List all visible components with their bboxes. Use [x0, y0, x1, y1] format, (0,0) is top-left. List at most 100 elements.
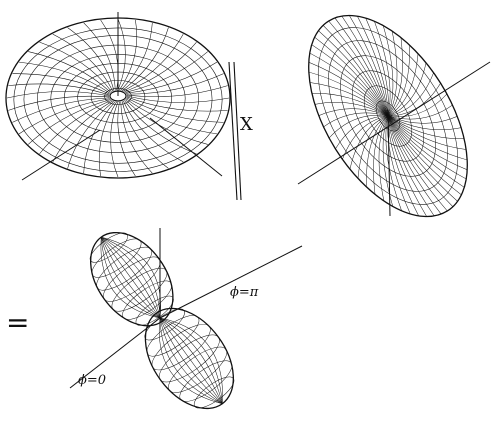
lobe-meridian	[100, 237, 161, 319]
torus-meridian-lines	[6, 18, 230, 178]
torus-meridian	[125, 61, 218, 94]
disk-radial	[335, 115, 389, 149]
torus-ring	[37, 44, 199, 153]
torus-meridian	[52, 33, 113, 92]
disk-radial	[309, 82, 389, 117]
torus-meridian	[126, 85, 228, 98]
disk-radial	[387, 115, 427, 217]
disk-radial	[382, 25, 394, 117]
disk-radial	[387, 31, 398, 117]
disk-ring	[317, 27, 459, 205]
disk-radial	[314, 37, 389, 117]
disk-ring	[352, 70, 424, 162]
disk-radial	[328, 115, 389, 139]
disk-radial	[342, 115, 389, 160]
torus-meridian	[120, 22, 153, 91]
disk-radial	[311, 93, 389, 117]
torus-meridian	[12, 97, 110, 123]
disk-radial	[374, 21, 391, 117]
torus-ring	[23, 35, 213, 164]
torus-meridian	[8, 95, 110, 111]
torus-center-hole	[109, 90, 127, 102]
lobe-meridian	[159, 317, 223, 404]
disk-radial	[387, 115, 467, 150]
disk-radial	[387, 83, 441, 117]
torus-meridian	[117, 18, 126, 91]
torus-meridian	[83, 22, 116, 91]
torus-meridian	[28, 51, 111, 93]
torus-axis-right	[149, 117, 223, 177]
disk-radial	[308, 71, 389, 117]
torus-meridian	[100, 19, 119, 91]
disk-radial	[382, 115, 394, 207]
disk-radial	[387, 37, 403, 117]
phi-pi-label: ϕ=π	[230, 285, 259, 300]
disk-radial	[387, 115, 467, 180]
torus-meridian	[19, 61, 111, 94]
disk-radial	[387, 115, 454, 207]
disk-radial	[309, 52, 389, 117]
phi-zero-label: ϕ=0	[78, 373, 106, 388]
upper-left-lobe	[89, 231, 174, 327]
separator-line-2	[233, 61, 242, 201]
disk-radial	[387, 115, 462, 130]
equals-operator: =	[6, 306, 29, 339]
torus-meridian	[125, 99, 208, 145]
disk-radial	[366, 115, 389, 187]
torus-ring	[50, 54, 186, 143]
disk-radial	[323, 112, 389, 128]
lobe-meridian	[101, 236, 161, 319]
disk-radial	[378, 115, 389, 201]
torus-meridian	[126, 73, 224, 95]
disk-radial	[365, 17, 389, 117]
lobe-meridian	[101, 236, 161, 319]
lobe-meridian	[100, 237, 161, 319]
phi-pi-axis	[159, 245, 303, 319]
torus-meridian	[6, 91, 110, 99]
torus-axis-left	[21, 129, 101, 181]
disk-ring	[340, 55, 436, 177]
disk-radial	[387, 115, 435, 217]
disk-radial	[387, 72, 434, 117]
disk-radial	[387, 115, 465, 188]
lobe-meridian	[100, 237, 161, 319]
lobe-meridian	[101, 236, 161, 319]
disk-radial	[318, 30, 389, 117]
disk-radial	[387, 62, 427, 117]
disk-radial	[308, 61, 389, 117]
lobe-meridian	[159, 317, 223, 404]
torus-meridian	[110, 101, 119, 178]
disk-radial	[387, 53, 419, 117]
torus-meridian	[121, 27, 169, 91]
disk-radial	[373, 115, 389, 195]
disk-radial	[385, 115, 402, 211]
disk-radial	[357, 115, 389, 179]
lobe-meridian	[159, 317, 223, 404]
torus-meridian	[123, 33, 184, 92]
lobe-meridian	[101, 236, 161, 319]
disk-radial	[387, 104, 453, 120]
disk-radial	[387, 115, 458, 202]
disk-radial	[349, 115, 389, 170]
torus-meridian	[124, 41, 197, 93]
lobe-meridian	[159, 317, 223, 404]
disk-radial	[349, 15, 389, 117]
disk-radial	[387, 115, 442, 215]
disk-ring	[375, 100, 401, 132]
toroidal-pattern	[5, 12, 231, 181]
lobe-meridian	[101, 236, 161, 319]
torus-meridian	[83, 101, 116, 174]
disk-radial	[357, 16, 389, 117]
torus-meridian	[39, 41, 112, 92]
tilted-disk-pattern	[297, 14, 491, 218]
disk-radial	[387, 115, 468, 171]
disk-radial	[387, 115, 465, 139]
disk-radial	[311, 44, 389, 117]
lobe-meridian	[100, 236, 161, 319]
phi-zero-axis	[69, 317, 161, 389]
disk-radial	[387, 115, 419, 216]
torus-meridian	[39, 99, 112, 155]
disk-radial	[387, 115, 458, 124]
torus-meridian	[117, 101, 136, 177]
